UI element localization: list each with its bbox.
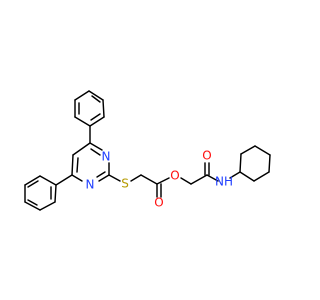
bond [27, 199, 38, 206]
bond [108, 174, 121, 182]
bond [74, 116, 91, 127]
bond [90, 113, 101, 121]
nitrogen-atom-label: N [86, 178, 95, 192]
chemical-structure-canvas: N N S O O O NH [24, 90, 271, 211]
amide-nh-label: NH [215, 175, 233, 189]
bond [240, 145, 256, 155]
bond [180, 177, 192, 185]
bond [102, 99, 105, 118]
bond [90, 148, 101, 156]
ester-oxygen-label: O [170, 169, 179, 183]
bond [190, 174, 208, 185]
lower-phenyl-ring [24, 175, 57, 211]
bond [71, 154, 74, 176]
bond [96, 171, 106, 178]
bond [71, 174, 83, 182]
bond [76, 157, 79, 173]
bond [229, 171, 241, 179]
top-phenyl-ring [74, 90, 105, 127]
bond [254, 145, 271, 156]
bond [239, 171, 255, 182]
bond [88, 90, 104, 101]
sulfur-atom-label: S [121, 177, 129, 191]
bond [156, 177, 170, 185]
carbonyl-oxygen-label: O [202, 149, 211, 163]
bond [74, 90, 90, 101]
bond [72, 142, 91, 156]
bond [24, 201, 41, 211]
bond [27, 180, 39, 188]
bond [89, 116, 105, 127]
bond [55, 174, 73, 186]
bond [39, 201, 56, 211]
bond [239, 153, 242, 173]
bond [130, 174, 142, 182]
cyclohexyl-ring [239, 145, 271, 182]
bond [89, 142, 103, 151]
molecule-diagram: N N S O O O NH [24, 90, 271, 211]
bond [91, 95, 101, 103]
nitrogen-atom-label: N [102, 150, 111, 164]
bond [24, 175, 41, 186]
bond [54, 184, 57, 203]
pyrimidine-ring [71, 142, 110, 182]
side-chain [130, 162, 241, 198]
bond [206, 174, 219, 182]
bond [253, 171, 270, 182]
bond [98, 174, 110, 182]
carbonyl-oxygen-label: O [154, 196, 163, 210]
bond [39, 175, 57, 186]
bond [268, 154, 271, 173]
bond [140, 174, 158, 185]
